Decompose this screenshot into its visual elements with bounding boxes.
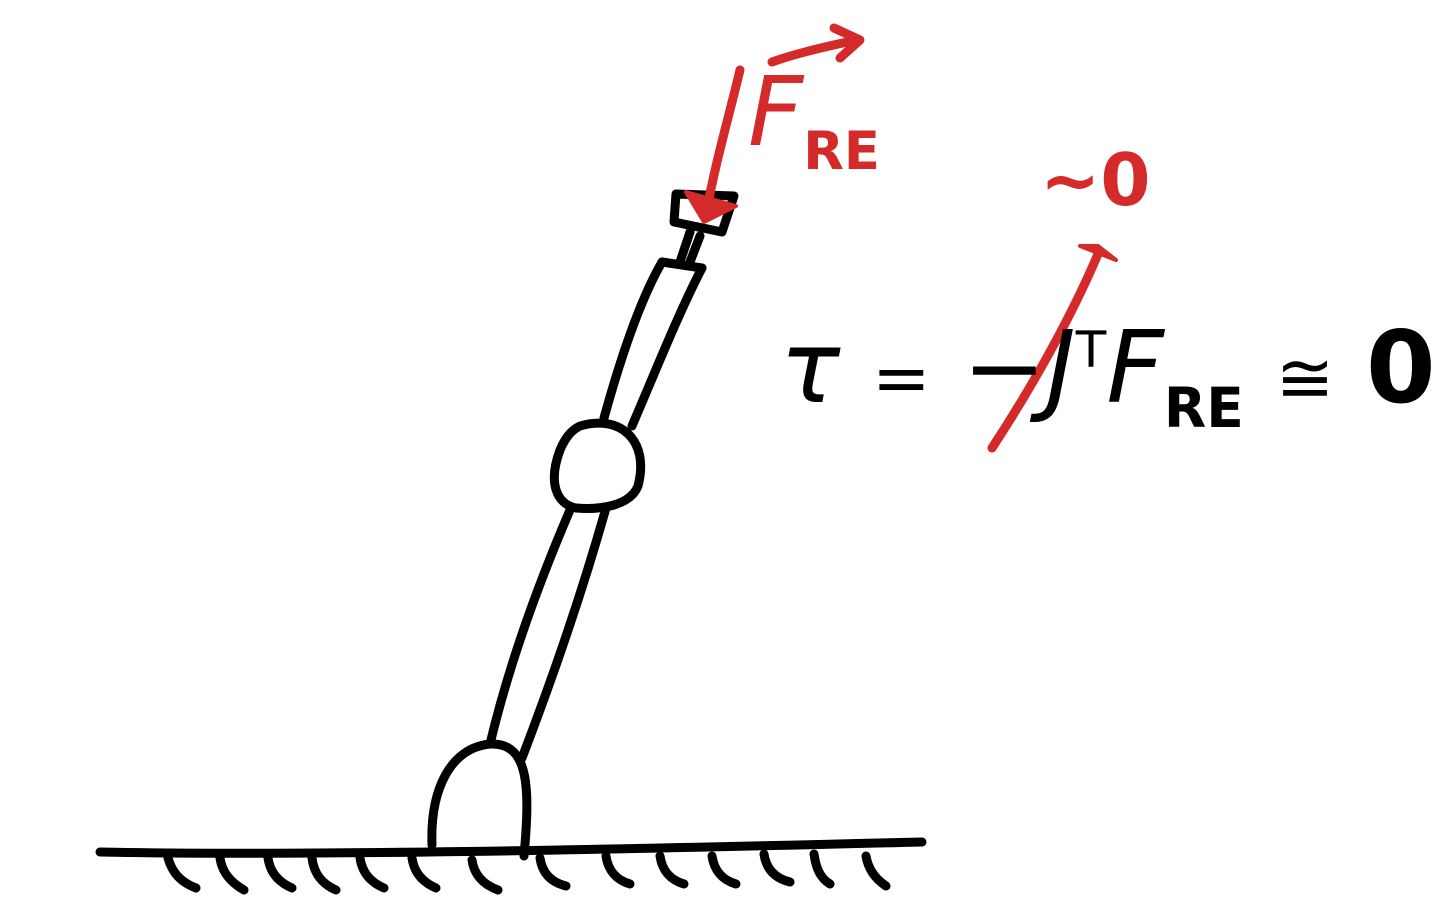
equation-minus: − bbox=[962, 309, 1047, 426]
equation-force-subscript: RE bbox=[1163, 375, 1244, 440]
lower-link-right bbox=[517, 503, 611, 763]
force-symbol: F bbox=[748, 56, 804, 168]
equation-equals: = bbox=[872, 337, 931, 419]
equation-jacobian: J bbox=[1046, 309, 1076, 426]
upper-link-right bbox=[627, 263, 707, 431]
ground-hatching bbox=[163, 849, 891, 895]
equation-lhs: τ bbox=[780, 309, 841, 426]
equation-force: F bbox=[1106, 309, 1164, 426]
equation-approx: ≅ bbox=[1275, 337, 1335, 419]
lower-link-left bbox=[485, 505, 575, 749]
force-subscript: RE bbox=[803, 120, 880, 182]
end-effector bbox=[669, 189, 739, 237]
equation-rhs: 0 bbox=[1366, 309, 1436, 426]
cancel-strike bbox=[987, 244, 1118, 453]
upper-link-left bbox=[599, 257, 667, 423]
cancel-note: ~0 bbox=[1040, 138, 1151, 222]
equation-transpose: T bbox=[1075, 321, 1107, 379]
torque-equation: τ = −JTFRE ≅ 0 bbox=[780, 318, 1436, 436]
ground-line bbox=[95, 837, 927, 858]
base-joint bbox=[427, 739, 532, 861]
wrist-link bbox=[675, 227, 705, 267]
force-arrow bbox=[684, 65, 745, 224]
force-vector-overbar bbox=[767, 23, 865, 67]
elbow-joint bbox=[549, 418, 646, 513]
force-label: FRE bbox=[748, 64, 880, 179]
